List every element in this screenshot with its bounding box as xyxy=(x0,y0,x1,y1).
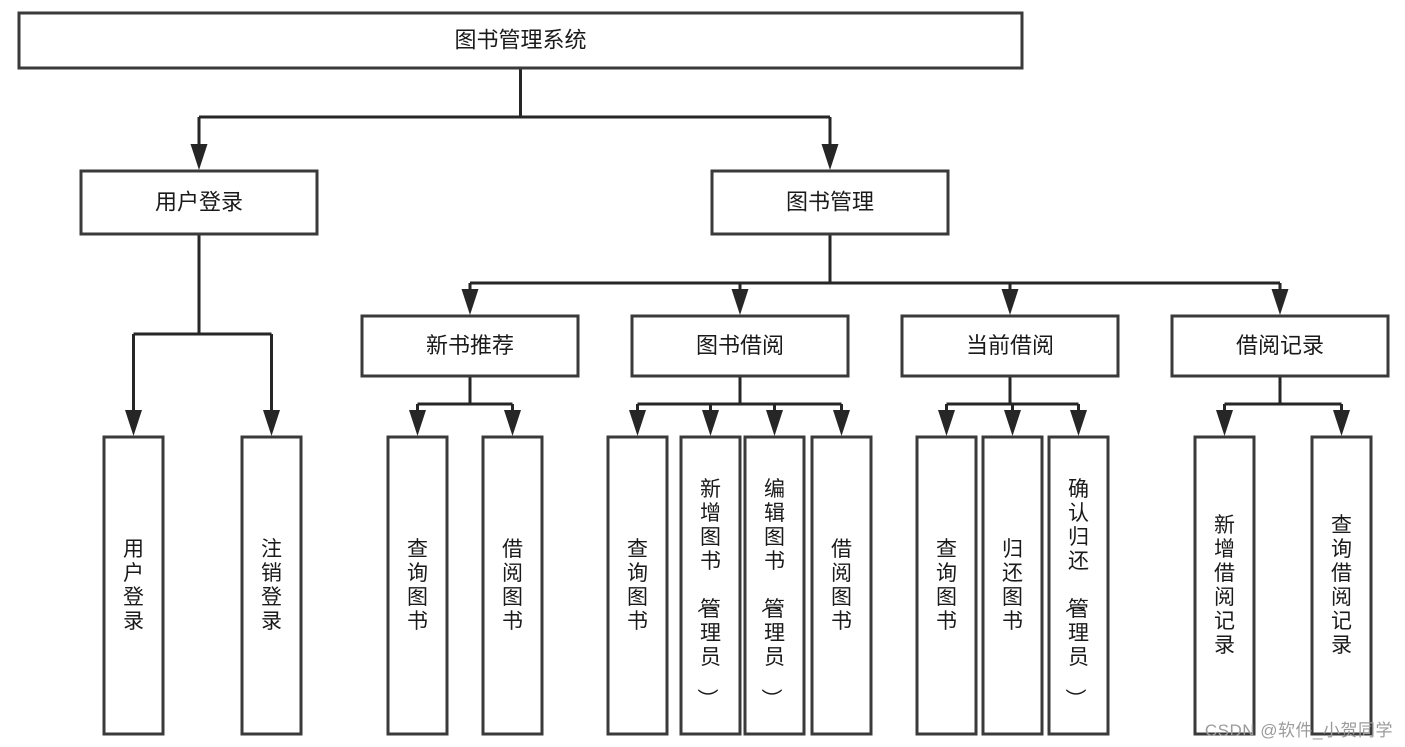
node-borrow-record[interactable]: 借阅记录 xyxy=(1170,314,1390,378)
node-leaf-query-book-3[interactable]: 查询图书 xyxy=(915,435,978,736)
node-label-book-borrow: 图书借阅 xyxy=(696,333,784,358)
node-label-new-book-rec: 新书推荐 xyxy=(426,333,514,358)
node-label-leaf-user-login: 用户登录 xyxy=(123,538,144,633)
node-layer: 图书管理系统用户登录图书管理新书推荐图书借阅当前借阅借阅记录用户登录注销登录查询… xyxy=(17,11,1390,736)
node-label-leaf-return-book: 归还图书 xyxy=(1002,538,1023,633)
node-box-user-login xyxy=(79,169,319,236)
node-label-leaf-query-book-1: 查询图书 xyxy=(407,538,428,633)
node-book-borrow[interactable]: 图书借阅 xyxy=(630,314,850,378)
node-root[interactable]: 图书管理系统 xyxy=(17,11,1024,70)
node-leaf-add-record[interactable]: 新增借阅记录 xyxy=(1193,435,1256,736)
node-box-leaf-add-book xyxy=(679,435,742,736)
node-current-borrow[interactable]: 当前借阅 xyxy=(900,314,1120,378)
node-box-leaf-query-book-3 xyxy=(915,435,978,736)
node-user-login[interactable]: 用户登录 xyxy=(79,169,319,236)
node-label-root: 图书管理系统 xyxy=(454,27,586,52)
node-label-borrow-record: 借阅记录 xyxy=(1236,333,1324,358)
node-label-current-borrow: 当前借阅 xyxy=(966,333,1054,358)
node-box-leaf-return-book xyxy=(981,435,1044,736)
node-new-book-rec[interactable]: 新书推荐 xyxy=(360,314,580,378)
node-leaf-borrow-book-1[interactable]: 借阅图书 xyxy=(481,435,544,736)
node-leaf-query-record[interactable]: 查询借阅记录 xyxy=(1310,435,1373,736)
connector-group-book-borrow xyxy=(629,376,850,436)
connector-group-user-login xyxy=(125,234,280,436)
node-box-leaf-edit-book xyxy=(743,435,806,736)
node-box-leaf-query-record xyxy=(1310,435,1373,736)
node-label-leaf-query-record: 查询借阅记录 xyxy=(1331,514,1352,657)
node-leaf-return-book[interactable]: 归还图书 xyxy=(981,435,1044,736)
node-label-leaf-edit-book: 编辑图书（管理员） xyxy=(759,478,785,709)
node-leaf-query-book-2[interactable]: 查询图书 xyxy=(606,435,669,736)
node-leaf-borrow-book-2[interactable]: 借阅图书 xyxy=(810,435,873,736)
node-label-user-login: 用户登录 xyxy=(155,189,243,214)
node-leaf-confirm-return[interactable]: 确认归还（管理员） xyxy=(1047,435,1110,736)
node-leaf-user-login[interactable]: 用户登录 xyxy=(102,435,165,736)
node-label-leaf-query-book-2: 查询图书 xyxy=(627,538,648,633)
node-box-book-manage xyxy=(710,169,950,236)
node-leaf-edit-book[interactable]: 编辑图书（管理员） xyxy=(743,435,806,736)
node-box-leaf-borrow-book-2 xyxy=(810,435,873,736)
connector-group-new-book-rec xyxy=(409,376,521,436)
node-label-leaf-confirm-return: 确认归还（管理员） xyxy=(1063,478,1089,709)
connector-group-current-borrow xyxy=(938,376,1087,436)
watermark-label: CSDN @软件_小贺同学 xyxy=(1204,721,1393,740)
node-box-leaf-confirm-return xyxy=(1047,435,1110,736)
node-box-leaf-query-book-1 xyxy=(386,435,449,736)
node-box-borrow-record xyxy=(1170,314,1390,378)
node-box-new-book-rec xyxy=(360,314,580,378)
connector-layer xyxy=(125,68,1350,436)
node-box-current-borrow xyxy=(900,314,1120,378)
node-label-leaf-add-book: 新增图书（管理员） xyxy=(695,478,721,709)
connector-group-borrow-record xyxy=(1216,376,1350,436)
node-label-leaf-user-logout: 注销登录 xyxy=(261,538,282,633)
node-label-leaf-query-book-3: 查询图书 xyxy=(936,538,957,633)
connector-group-book-manage xyxy=(461,234,1289,315)
node-box-leaf-query-book-2 xyxy=(606,435,669,736)
node-leaf-add-book[interactable]: 新增图书（管理员） xyxy=(679,435,742,736)
node-label-leaf-borrow-book-1: 借阅图书 xyxy=(502,538,523,633)
node-box-leaf-borrow-book-1 xyxy=(481,435,544,736)
node-box-leaf-add-record xyxy=(1193,435,1256,736)
node-book-manage[interactable]: 图书管理 xyxy=(710,169,950,236)
node-leaf-query-book-1[interactable]: 查询图书 xyxy=(386,435,449,736)
node-label-leaf-add-record: 新增借阅记录 xyxy=(1214,514,1235,657)
node-label-book-manage: 图书管理 xyxy=(786,189,874,214)
node-box-leaf-user-logout xyxy=(240,435,303,736)
node-leaf-user-logout[interactable]: 注销登录 xyxy=(240,435,303,736)
node-box-leaf-user-login xyxy=(102,435,165,736)
connector-group-root xyxy=(190,68,839,170)
node-box-root xyxy=(17,11,1024,70)
node-label-leaf-borrow-book-2: 借阅图书 xyxy=(831,538,852,633)
node-box-book-borrow xyxy=(630,314,850,378)
